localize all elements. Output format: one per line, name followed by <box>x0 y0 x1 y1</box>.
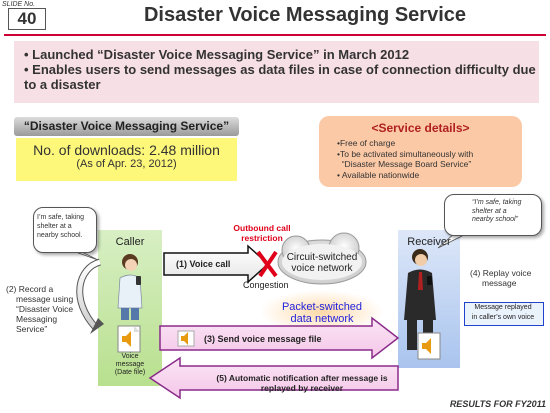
bubble-line: “I’m safe, taking <box>472 199 522 206</box>
service-details-title: <Service details> <box>371 121 470 135</box>
step-record: (2) Record a message using “Disaster Voi… <box>6 284 86 334</box>
label-line: data network <box>290 313 354 325</box>
voice-file-icon <box>117 325 141 353</box>
service-details-panel: <Service details> •Free of charge •To be… <box>319 116 522 187</box>
label-line: (5) Automatic notification after message… <box>216 373 388 383</box>
congestion-label: Congestion <box>243 280 289 290</box>
title-divider <box>4 34 546 36</box>
downloads-panel: No. of downloads: 2.48 million (As of Ap… <box>16 138 237 181</box>
record-curve-arrow <box>76 258 104 334</box>
footer-label: RESULTS FOR FY2011 <box>449 399 546 409</box>
receiver-speech-bubble <box>444 194 542 236</box>
detail-item: •Free of charge <box>337 138 396 148</box>
send-file-arrow <box>159 316 400 360</box>
voice-call-arrow <box>163 244 270 284</box>
label-line: Packet-switched <box>281 301 363 313</box>
label-line: message <box>115 361 145 368</box>
label-line: message <box>482 278 517 288</box>
replayed-note-box <box>464 302 544 326</box>
label-line: Message replayed <box>474 304 532 311</box>
intro-bullet-2-text: Enables users to send messages as data f… <box>24 62 536 92</box>
service-name-banner: “Disaster Voice Messaging Service” <box>14 117 239 136</box>
detail-item: •To be activated simultaneously with <box>337 148 474 159</box>
label-line: Outbound call <box>233 223 291 233</box>
slide-number: 40 <box>8 8 46 30</box>
restriction-x-icon <box>256 250 278 278</box>
bubble-line: shelter at a <box>37 223 72 230</box>
label-line: in caller’s own voice <box>471 314 535 321</box>
label-line: (4) Replay voice <box>470 268 532 278</box>
downloads-count: No. of downloads: 2.48 million <box>33 142 220 158</box>
label-line: Service” <box>16 324 48 334</box>
intro-panel: • Launched “Disaster Voice Messaging Ser… <box>14 41 539 103</box>
caller-bubble-text: I’m safe, taking shelter at a nearby sch… <box>37 213 95 240</box>
packet-network-label: Packet-switched data network <box>270 301 374 325</box>
outbound-restriction-label: Outbound call restriction <box>232 223 292 243</box>
packet-network-glow <box>260 290 384 334</box>
bubble-line: I’m safe, taking <box>37 214 85 221</box>
label-line: “Disaster Voice <box>16 304 74 314</box>
step-notification: (5) Automatic notification after message… <box>212 373 392 393</box>
label-line: voice network <box>291 263 353 274</box>
receiver-file-icon <box>417 332 441 360</box>
caller-person-icon <box>117 254 143 320</box>
intro-bullet-1-text: Launched “Disaster Voice Messaging Servi… <box>32 47 410 62</box>
detail-item: • Available nationwide <box>337 169 420 180</box>
caller-label: Caller <box>115 236 145 248</box>
detail-item: “Disaster Message Board Service” <box>337 159 472 169</box>
step-voice-call: (1) Voice call <box>176 259 231 269</box>
label-line: restriction <box>241 233 283 243</box>
label-line: message using <box>16 294 74 304</box>
downloads-date: (As of Apr. 23, 2012) <box>76 158 177 170</box>
circuit-network-label: Circuit-switched voice network <box>284 252 360 274</box>
speaker-icon <box>177 330 195 347</box>
label-line: replayed by receiver <box>260 383 344 393</box>
receiver-label: Receiver <box>407 236 451 248</box>
replayed-note-text: Message replayed in caller’s own voice <box>464 303 542 323</box>
label-line: Messaging <box>16 314 58 324</box>
bubble-line: shelter at a <box>472 207 507 215</box>
bubble-line: nearby school” <box>472 216 518 223</box>
circuit-network-cloud <box>277 232 367 285</box>
notification-arrow <box>148 356 399 400</box>
voice-message-caption: Voice message (Date file) <box>102 353 158 377</box>
label-line: Circuit-switched <box>286 252 358 263</box>
label-line: (2) Record a <box>6 284 54 294</box>
caller-speech-bubble <box>33 207 97 253</box>
label-line: (Date file) <box>114 369 146 376</box>
label-line: Voice <box>121 353 139 360</box>
intro-bullet-1: • Launched “Disaster Voice Messaging Ser… <box>24 47 410 62</box>
bubble-line: nearby school. <box>37 232 83 239</box>
step-replay: (4) Replay voice message <box>470 268 540 288</box>
step-send-file: (3) Send voice message file <box>204 334 322 344</box>
slide-number-caption: SLIDE No. <box>2 1 36 8</box>
page-title: Disaster Voice Messaging Service <box>143 4 466 26</box>
intro-bullet-2: • Enables users to send messages as data… <box>24 62 536 92</box>
receiver-bubble-text: “I’m safe, taking shelter at a nearby sc… <box>472 199 540 225</box>
